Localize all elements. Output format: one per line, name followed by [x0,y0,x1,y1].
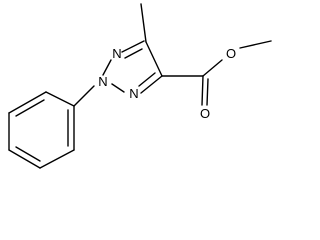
phenyl-double-1 [15,99,45,117]
atom-label-n3: N [129,86,138,101]
phenyl-bond-5 [39,149,75,169]
bond-carbonyl-o-double-a [201,75,204,106]
atom-label-n2: N [98,74,107,89]
bond-n2-n1 [102,59,112,76]
atom-label-o-ester: O [226,46,236,61]
bond-n1-c5 [121,40,145,53]
bond-c4-n3-double [138,72,156,87]
atom-label-n1: N [112,46,121,61]
bond-c4-n3 [140,75,163,94]
phenyl-bond-4 [8,149,41,169]
bond-c5-c4 [145,41,163,77]
atom-label-o-carbonyl: O [200,106,210,121]
phenyl-bond-1 [45,91,75,107]
bond-n2-phenyl [73,85,95,107]
bond-n1-c5-double [124,48,143,59]
phenyl-bond-2 [8,91,47,114]
bond-c5-methyl [140,3,147,43]
chemical-structure-diagram: N N N O O [8,3,272,169]
bond-carbonyl-o-ester [202,59,223,77]
bond-carbonyl-o-double-b [206,78,209,106]
phenyl-double-2 [15,146,41,162]
bond-o-methyl [239,40,272,49]
bond-n3-n2 [111,83,125,93]
